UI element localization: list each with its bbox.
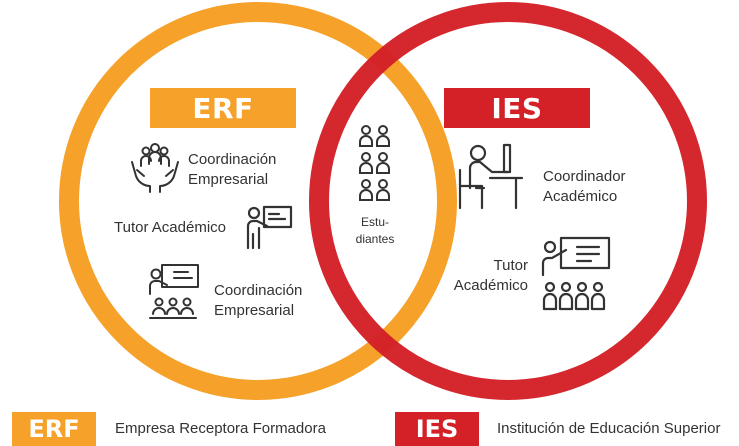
erf-item2-text: Tutor Académico bbox=[114, 219, 226, 236]
erf-item3-line1: Coordinación bbox=[214, 282, 303, 299]
teacher-classroom-icon bbox=[541, 236, 611, 311]
ies-item1-text: Coordinador Académico bbox=[543, 167, 626, 207]
ies-title: IES bbox=[491, 91, 543, 125]
students-icon bbox=[359, 125, 390, 201]
erf-title-box: ERF bbox=[150, 88, 296, 128]
legend-ies-badge: IES bbox=[395, 412, 479, 446]
legend-erf-badge: ERF bbox=[12, 412, 96, 446]
person-at-desk-icon bbox=[458, 143, 524, 210]
legend-ies-text: Institución de Educación Superior bbox=[497, 420, 721, 437]
erf-item3-text: Coordinación Empresarial bbox=[214, 281, 302, 321]
overlap-line1: Estu- bbox=[360, 215, 389, 229]
erf-item3-line2: Empresarial bbox=[214, 302, 295, 319]
erf-circle bbox=[59, 2, 457, 400]
overlap-line2: diantes bbox=[355, 232, 395, 246]
people-hands-icon bbox=[131, 143, 179, 193]
ies-item2-line1: Tutor bbox=[493, 257, 528, 274]
ies-item1-line1: Coordinador bbox=[543, 168, 626, 185]
presenter-board-icon bbox=[246, 205, 293, 250]
ies-item1-line2: Académico bbox=[543, 188, 618, 205]
ies-circle bbox=[309, 2, 707, 400]
legend-erf-abbr: ERF bbox=[28, 415, 80, 443]
ies-item2-text: Tutor Académico bbox=[450, 256, 528, 296]
erf-item1-text: Coordinación Empresarial bbox=[188, 150, 276, 190]
erf-item1-line1: Coordinación bbox=[188, 151, 277, 168]
trainer-group-icon bbox=[149, 264, 199, 319]
ies-item2-line2: Académico bbox=[453, 277, 528, 294]
legend-ies-abbr: IES bbox=[415, 415, 459, 443]
legend-erf-text: Empresa Receptora Formadora bbox=[115, 420, 326, 437]
ies-title-box: IES bbox=[444, 88, 590, 128]
overlap-text: Estu- diantes bbox=[347, 214, 403, 248]
erf-item1-line2: Empresarial bbox=[188, 171, 269, 188]
erf-title: ERF bbox=[192, 91, 254, 125]
